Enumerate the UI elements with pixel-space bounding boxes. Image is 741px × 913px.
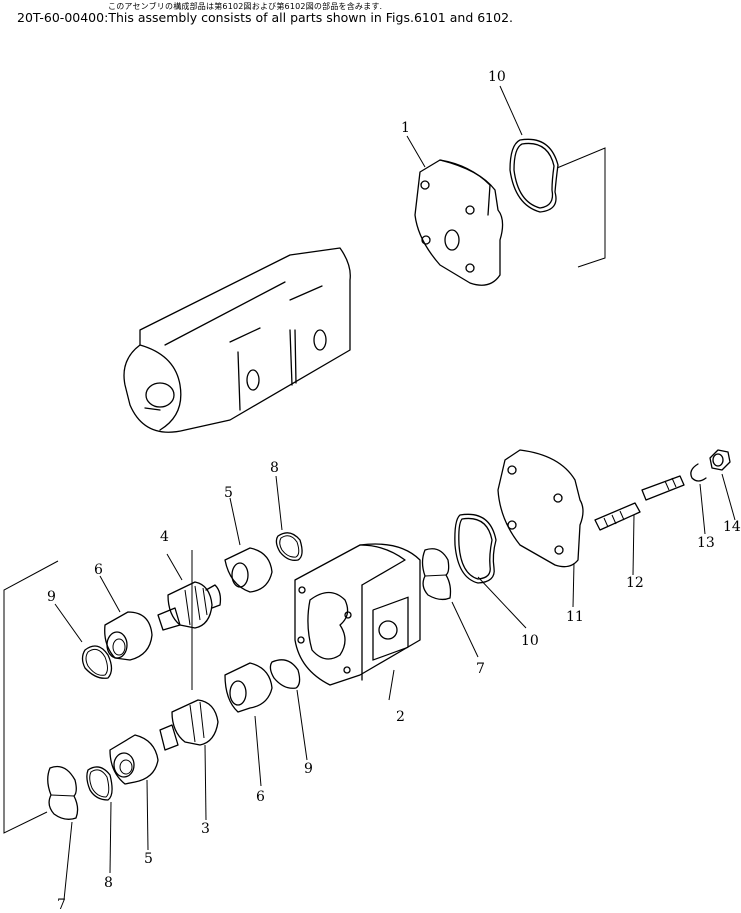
part-13-washer xyxy=(690,463,707,482)
part-3-driven-gear xyxy=(159,699,219,751)
part-1-cover-plate xyxy=(414,159,504,286)
part-8-seal-lower xyxy=(86,766,113,801)
part-11-end-cover xyxy=(497,449,584,568)
callout-10-upper: 10 xyxy=(488,69,506,85)
part-7-double-seal-right xyxy=(421,548,452,601)
callout-3: 3 xyxy=(201,821,210,837)
callout-7-lower: 7 xyxy=(57,897,66,913)
part-8-seal-upper xyxy=(275,532,303,561)
part-12-stud xyxy=(594,475,685,531)
callout-8-lower: 8 xyxy=(104,875,113,891)
bracket-lines xyxy=(3,147,606,834)
part-5-bushing-lower xyxy=(109,734,159,785)
callout-5-upper: 5 xyxy=(224,485,233,501)
assembled-pump-illustration xyxy=(123,247,351,433)
part-10-seal-ring-lower xyxy=(454,513,497,584)
leader-lines xyxy=(54,85,736,901)
callout-2: 2 xyxy=(396,709,405,725)
header-japanese-note: このアセンブリの構成部品は第6102図および第6102図の部品を含みます. xyxy=(108,2,383,11)
callout-4: 4 xyxy=(160,529,169,545)
callout-6-left: 6 xyxy=(94,562,103,578)
callout-14: 14 xyxy=(723,519,741,535)
callout-5-lower: 5 xyxy=(144,851,153,867)
part-6-bushing-center xyxy=(224,662,273,713)
callout-9-center: 9 xyxy=(304,761,313,777)
english-note: This assembly consists of all parts show… xyxy=(108,10,514,25)
part-6-bushing-left xyxy=(104,611,153,661)
callout-7-right: 7 xyxy=(476,661,485,677)
part-14-nut xyxy=(709,449,731,471)
callout-11: 11 xyxy=(566,609,584,625)
part-number: 20T-60-00400 xyxy=(17,10,105,25)
part-4-drive-gear xyxy=(157,581,222,631)
part-9-seal-center xyxy=(269,659,301,689)
part-2-gear-case xyxy=(294,543,421,686)
callout-6-center: 6 xyxy=(256,789,265,805)
callout-13: 13 xyxy=(697,535,715,551)
part-10-seal-ring-upper xyxy=(509,138,559,213)
part-5-bushing-upper xyxy=(224,547,273,593)
callout-12: 12 xyxy=(626,575,644,591)
part-9-seal-left xyxy=(81,645,113,679)
callout-9-left: 9 xyxy=(47,589,56,605)
header-english-line: 20T-60-00400:This assembly consists of a… xyxy=(17,10,514,25)
part-7-double-seal-lower xyxy=(47,765,79,820)
callout-10-lower: 10 xyxy=(521,633,539,649)
callout-1: 1 xyxy=(401,120,410,136)
callout-8-upper: 8 xyxy=(270,460,279,476)
